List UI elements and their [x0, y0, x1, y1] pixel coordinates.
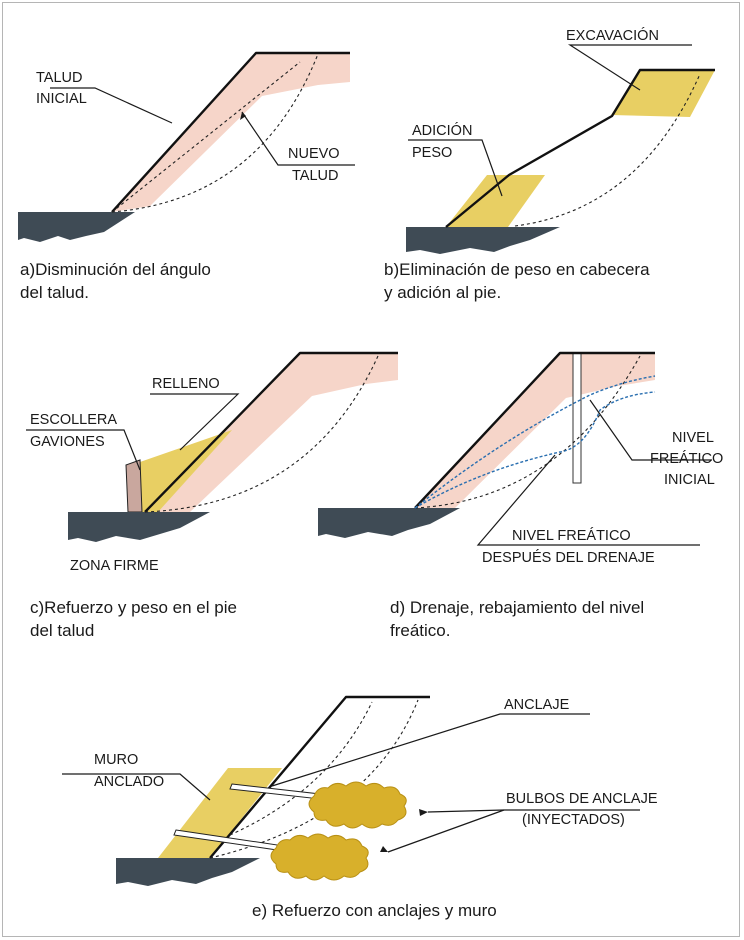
panel-b-failure-surface	[514, 73, 701, 227]
label-nuevo-talud-line1: NUEVO	[288, 146, 340, 162]
panel-b-weight-addition	[446, 175, 545, 227]
label-nivel-despues-line2: DESPUÉS DEL DRENAJE	[482, 549, 655, 566]
panel-b-leader-adicion	[408, 139, 503, 197]
caption-d-line2: freático.	[390, 621, 450, 640]
panel-b-leader-excavacion	[567, 44, 692, 91]
panel-e-secondary-failure-surface	[229, 701, 373, 836]
label-nuevo-talud-line2: TALUD	[292, 168, 338, 184]
panel-c-leader-relleno	[150, 393, 240, 451]
caption-b-line2: y adición al pie.	[384, 283, 501, 302]
panel-a-new-slope-line	[111, 61, 301, 213]
label-talud-inicial-line2: INICIAL	[36, 91, 87, 107]
panel-e-slope-line	[209, 695, 430, 859]
panel-a-leader-talud-inicial	[50, 87, 173, 124]
panel-d-lowered-water-table	[414, 391, 656, 509]
panel-c-leader-escollera	[26, 429, 141, 471]
panel-e-anchor-bulb-upper	[308, 781, 407, 829]
caption-a-line2: del talud.	[20, 283, 89, 302]
panel-e-leader-bulbos-lower	[387, 809, 505, 853]
panel-b-excavation-fill	[611, 70, 715, 117]
label-escollera: ESCOLLERA	[30, 412, 117, 428]
panel-d-leader-nivel-despues	[476, 454, 700, 546]
panel-b-ground-rock	[406, 227, 560, 254]
panel-a-slope-mass	[112, 53, 350, 212]
panel-a-initial-slope-line	[111, 51, 350, 213]
panel-a-ground-rock	[18, 212, 135, 242]
label-bulbos-line2: (INYECTADOS)	[522, 812, 625, 828]
label-anclaje: ANCLAJE	[504, 697, 570, 713]
label-nivel-inicial-line2: FREÁTICO	[650, 450, 723, 467]
panel-c-slope-line	[144, 351, 398, 513]
label-excavacion: EXCAVACIÓN	[566, 27, 659, 44]
panel-c: RELLENO ESCOLLERA GAVIONES ZONA FIRME c)…	[26, 351, 398, 640]
label-muro-anclado-line2: ANCLADO	[94, 774, 164, 790]
label-nivel-despues-line1: NIVEL FREÁTICO	[512, 527, 631, 544]
label-gaviones: GAVIONES	[30, 434, 105, 450]
panel-b-slope-line	[445, 68, 715, 228]
label-adicion-line1: ADICIÓN	[412, 122, 472, 139]
panel-e-arrowhead-lower	[380, 846, 388, 852]
panel-e-leader-muro	[62, 773, 211, 801]
label-talud-inicial-line1: TALUD	[36, 70, 82, 86]
panel-b: EXCAVACIÓN ADICIÓN PESO b)Eliminación de…	[384, 27, 715, 302]
caption-b-line1: b)Eliminación de peso en cabecera	[384, 260, 650, 279]
caption-d-line1: d) Drenaje, rebajamiento del nivel	[390, 598, 644, 617]
panel-d-failure-surface	[414, 355, 641, 509]
caption-a-line1: a)Disminución del ángulo	[20, 260, 211, 279]
panel-a-failure-surface	[111, 53, 319, 213]
panel-d-drain-well	[572, 352, 582, 484]
label-relleno: RELLENO	[152, 376, 220, 392]
label-adicion-line2: PESO	[412, 145, 452, 161]
panel-a-leader-nuevo-talud	[241, 111, 355, 166]
label-bulbos-line1: BULBOS DE ANCLAJE	[506, 791, 658, 807]
caption-e: e) Refuerzo con anclajes y muro	[252, 901, 497, 920]
caption-c-line2: del talud	[30, 621, 94, 640]
label-nivel-inicial-line1: NIVEL	[672, 430, 714, 446]
panel-d: NIVEL FREÁTICO INICIAL NIVEL FREÁTICO DE…	[318, 351, 723, 640]
label-muro-anclado-line1: MURO	[94, 752, 138, 768]
panel-e-anchor-bulb-lower	[270, 833, 369, 881]
panel-a-arrowhead	[240, 112, 246, 120]
panel-c-slope-mass	[145, 353, 398, 512]
label-zona-firme: ZONA FIRME	[70, 558, 159, 574]
panel-c-ground-rock	[68, 512, 210, 542]
panel-e-ground-rock	[116, 858, 260, 886]
panel-e-arrowhead-upper	[419, 809, 428, 816]
panel-d-initial-water-table	[414, 375, 656, 509]
panel-e: ANCLAJE MURO ANCLADO BULBOS DE ANCLAJE (…	[62, 695, 658, 920]
panel-e-leader-anclaje	[271, 713, 590, 787]
caption-c-line1: c)Refuerzo y peso en el pie	[30, 598, 237, 617]
panel-d-ground-rock	[318, 508, 460, 538]
panel-d-leader-nivel-inicial	[589, 399, 712, 461]
panel-a: TALUD INICIAL NUEVO TALUD a)Disminución …	[18, 51, 355, 302]
label-nivel-inicial-line3: INICIAL	[664, 472, 715, 488]
panel-d-slope-mass	[415, 353, 655, 508]
panel-d-slope-line	[414, 351, 655, 509]
